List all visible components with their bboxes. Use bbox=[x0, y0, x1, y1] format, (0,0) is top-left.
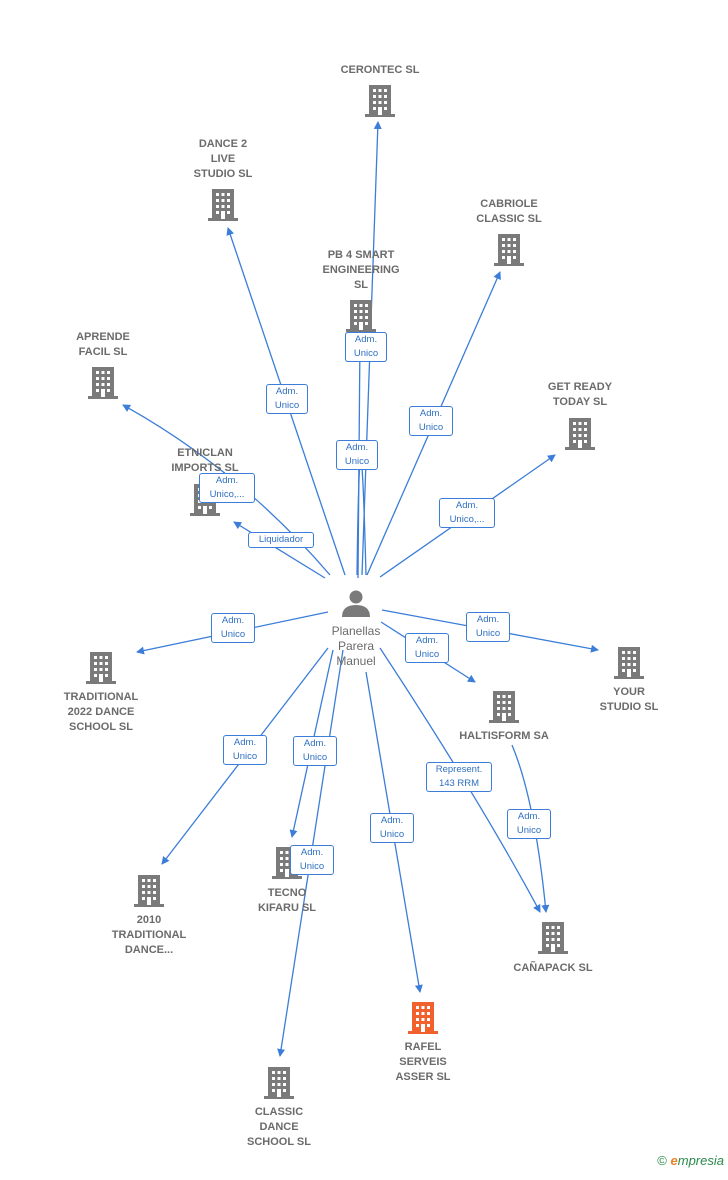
building-icon[interactable] bbox=[208, 189, 238, 221]
company-label-dance2live[interactable]: DANCE 2 LIVE STUDIO SL bbox=[193, 138, 253, 180]
company-label-trad2010[interactable]: 2010 TRADITIONAL DANCE... bbox=[111, 914, 187, 956]
relation-label-rafel[interactable]: Adm. Unico bbox=[370, 813, 414, 843]
brand-name: mpresia bbox=[677, 1153, 724, 1168]
building-icon[interactable] bbox=[494, 234, 524, 266]
company-label-etniclan[interactable]: ETNICLAN IMPORTS SL bbox=[171, 447, 239, 474]
relation-label-yourstudio[interactable]: Adm. Unico bbox=[466, 612, 510, 642]
building-icon[interactable] bbox=[88, 367, 118, 399]
relation-label-getready[interactable]: Adm. Unico,... bbox=[439, 498, 495, 528]
relation-label-haltisform[interactable]: Adm. Unico bbox=[405, 633, 449, 663]
company-label-canapack[interactable]: CAÑAPACK SL bbox=[513, 962, 593, 974]
building-icon[interactable] bbox=[134, 875, 164, 907]
relation-label-aprende[interactable]: Adm. Unico,... bbox=[199, 473, 255, 503]
relation-label-classic[interactable]: Adm. Unico bbox=[290, 845, 334, 875]
building-icon[interactable] bbox=[346, 300, 376, 332]
building-icon[interactable] bbox=[408, 1002, 438, 1034]
building-icon[interactable] bbox=[565, 418, 595, 450]
company-label-aprende[interactable]: APRENDE FACIL SL bbox=[76, 331, 130, 358]
building-icon[interactable] bbox=[264, 1067, 294, 1099]
building-icon[interactable] bbox=[86, 652, 116, 684]
copyright-symbol: © bbox=[657, 1153, 667, 1168]
relation-label-dance2live[interactable]: Adm. Unico bbox=[266, 384, 308, 414]
company-label-cerontec[interactable]: CERONTEC SL bbox=[340, 64, 420, 76]
relation-label-canapack[interactable]: Represent. 143 RRM bbox=[426, 762, 492, 792]
company-label-classic[interactable]: CLASSIC DANCE SCHOOL SL bbox=[247, 1106, 311, 1148]
company-label-cabriole[interactable]: CABRIOLE CLASSIC SL bbox=[476, 198, 542, 225]
relation-label-trad2022[interactable]: Adm. Unico bbox=[211, 613, 255, 643]
company-label-haltisform[interactable]: HALTISFORM SA bbox=[459, 730, 549, 742]
relation-label-etniclan[interactable]: Liquidador bbox=[248, 532, 314, 548]
brand-initial: e bbox=[670, 1153, 678, 1168]
relation-label-tecno[interactable]: Adm. Unico bbox=[293, 736, 337, 766]
relation-label-canapack[interactable]: Adm. Unico bbox=[507, 809, 551, 839]
company-label-getready[interactable]: GET READY TODAY SL bbox=[547, 381, 613, 408]
empresia-footer[interactable]: © empresia bbox=[657, 1153, 724, 1168]
relation-edge-etniclan bbox=[233, 521, 326, 579]
building-icon[interactable] bbox=[538, 922, 568, 954]
company-label-pb4[interactable]: PB 4 SMART ENGINEERING SL bbox=[322, 249, 400, 291]
relation-label-cabriole[interactable]: Adm. Unico bbox=[409, 406, 453, 436]
relation-label-trad2010[interactable]: Adm. Unico bbox=[223, 735, 267, 765]
building-icon[interactable] bbox=[365, 85, 395, 117]
company-label-tecno[interactable]: TECNO KIFARU SL bbox=[257, 887, 317, 914]
building-icon[interactable] bbox=[489, 691, 519, 723]
relation-label-cerontec-upper[interactable]: Adm. Unico bbox=[345, 332, 387, 362]
company-label-rafel[interactable]: RAFEL SERVEIS ASSER SL bbox=[395, 1041, 451, 1083]
person-icon[interactable] bbox=[342, 590, 370, 618]
company-label-yourstudio[interactable]: YOUR STUDIO SL bbox=[599, 686, 659, 713]
person-label[interactable]: Planellas Parera Manuel bbox=[331, 624, 381, 668]
company-label-trad2022[interactable]: TRADITIONAL 2022 DANCE SCHOOL SL bbox=[63, 691, 139, 733]
relation-label-pb4[interactable]: Adm. Unico bbox=[336, 440, 378, 470]
building-icon[interactable] bbox=[614, 647, 644, 679]
